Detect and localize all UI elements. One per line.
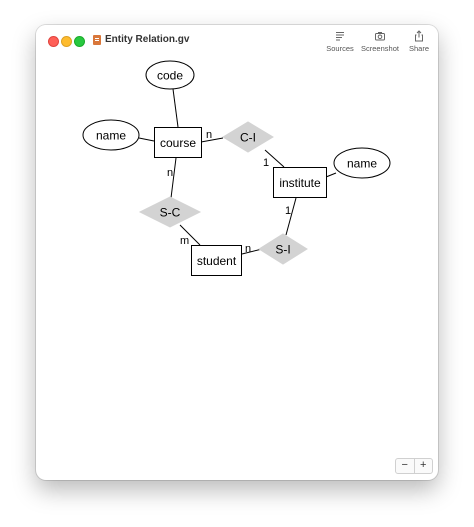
edge-course-ci <box>200 137 224 143</box>
relationship-c-i[interactable]: C-I <box>222 121 274 153</box>
screenshot-button[interactable]: Screenshot <box>359 30 401 53</box>
relationship-s-i[interactable]: S-I <box>258 233 308 265</box>
entity-institute[interactable]: institute <box>273 167 327 198</box>
document-icon <box>93 35 101 45</box>
edge-institute-name <box>325 172 337 178</box>
diagram-canvas: code name name course institute stude <box>36 59 438 480</box>
zoom-control: − + <box>395 458 433 474</box>
entity-student[interactable]: student <box>191 245 242 276</box>
sources-label: Sources <box>326 44 354 53</box>
camera-icon <box>375 32 385 41</box>
share-icon <box>415 30 423 42</box>
cardinality-si-institute: 1 <box>285 205 291 217</box>
window-title: Entity Relation.gv <box>105 34 190 45</box>
relationship-c-i-label: C-I <box>240 131 256 145</box>
entity-course-label: course <box>160 136 196 150</box>
sources-button[interactable]: Sources <box>325 30 355 53</box>
close-button[interactable] <box>48 36 59 47</box>
cardinality-ci-institute: 1 <box>263 157 269 169</box>
er-diagram: code name name course institute stude <box>82 60 391 276</box>
attribute-course-name-label: name <box>96 129 126 143</box>
title-bar: Entity Relation.gv Sources Screenshot <box>36 25 438 59</box>
attribute-institute-name[interactable]: name <box>333 147 391 179</box>
zoom-window-button[interactable] <box>74 36 85 47</box>
relationship-s-i-label: S-I <box>275 243 290 257</box>
edge-student-si <box>241 248 263 255</box>
share-button[interactable]: Share <box>406 30 432 53</box>
cardinality-course-ci: n <box>206 129 212 141</box>
edge-ci-institute <box>264 149 285 168</box>
cardinality-student-si: n <box>245 243 251 255</box>
sources-icon <box>336 32 344 41</box>
zoom-out-button[interactable]: − <box>396 459 415 473</box>
entity-student-label: student <box>197 254 237 268</box>
share-label: Share <box>408 44 429 53</box>
attribute-code[interactable]: code <box>145 60 195 90</box>
relationship-s-c[interactable]: S-C <box>138 196 202 228</box>
cardinality-sc-student: m <box>180 235 189 247</box>
attribute-course-name[interactable]: name <box>82 119 140 151</box>
screenshot-label: Screenshot <box>361 44 399 53</box>
edge-si-institute <box>285 197 297 236</box>
attribute-institute-name-label: name <box>347 157 377 171</box>
edge-sc-student <box>179 224 201 246</box>
edge-course-sc <box>170 157 177 199</box>
zoom-in-button[interactable]: + <box>420 459 427 471</box>
edge-course-code <box>172 88 179 128</box>
relationship-s-c-label: S-C <box>160 206 181 220</box>
entity-institute-label: institute <box>279 176 321 190</box>
attribute-code-label: code <box>157 69 183 83</box>
entity-course[interactable]: course <box>154 127 202 158</box>
app-window: Entity Relation.gv Sources Screenshot <box>36 25 438 480</box>
minimize-button[interactable] <box>61 36 72 47</box>
edge-course-name <box>138 137 155 142</box>
cardinality-course-sc: n <box>167 167 173 179</box>
